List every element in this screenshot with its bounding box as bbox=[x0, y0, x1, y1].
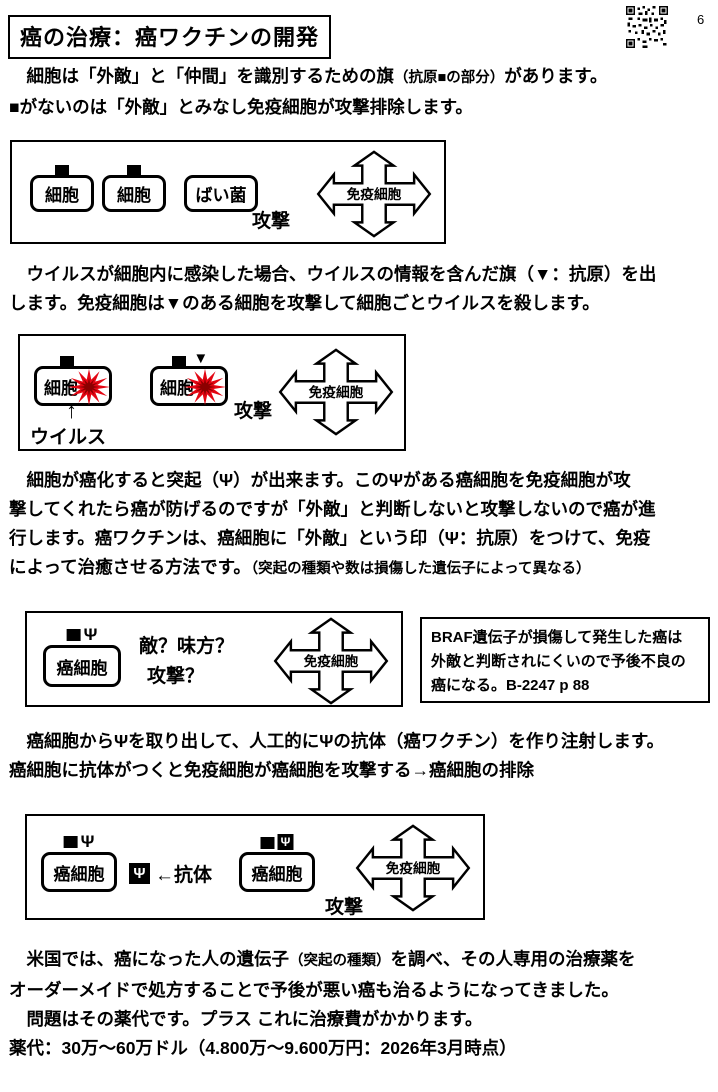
attack-label: 攻撃 bbox=[234, 401, 273, 422]
cancer-cell-box: Ψ 癌細胞 bbox=[43, 626, 121, 687]
virus-line-1: ウイルスが細胞内に感染した場合、ウイルスの情報を含んだ旗（▼：抗原）を出 bbox=[9, 264, 657, 284]
diagram-normal-cells: 細胞 細胞 ばい菌 攻撃 免疫細胞 bbox=[10, 140, 446, 244]
virus-label: ウイルス bbox=[30, 427, 107, 448]
antibody-label: ←抗体 bbox=[155, 865, 213, 886]
infected-cell-box-2: ▼ 細胞 bbox=[150, 351, 228, 406]
vaccine-line-2: 癌細胞に抗体がつくと免疫細胞が癌細胞を攻撃する→癌細胞の排除 bbox=[9, 760, 534, 780]
antigen-flag-icon bbox=[63, 836, 78, 848]
cancer-markers: Ψ bbox=[66, 625, 98, 644]
intro-line-1-end: があります。 bbox=[504, 66, 608, 86]
germ-box: ばい菌 bbox=[184, 175, 258, 212]
antigen-flag-icon bbox=[66, 629, 81, 641]
immune-cell-label: 免疫細胞 bbox=[309, 384, 364, 400]
intro-paragraph: 細胞は「外敵」と「仲間」を識別するための旗（抗原■の部分）があります。 ■がない… bbox=[9, 62, 711, 122]
immune-cell-label: 免疫細胞 bbox=[386, 860, 441, 876]
cell-label: 細胞 bbox=[117, 186, 151, 205]
vaccine-paragraph: 癌細胞からΨを取り出して、人工的にΨの抗体（癌ワクチン）を作り注射します。 癌細… bbox=[9, 727, 711, 785]
virus-burst-icon bbox=[183, 368, 227, 406]
cell-box-1: 細胞 bbox=[30, 165, 94, 212]
cancer-line-3: 行します。癌ワクチンは、癌細胞に「外敵」という印（Ψ：抗原）をつけて、免疫 bbox=[9, 528, 651, 548]
page-title-text: 癌の治療：癌ワクチンの開発 bbox=[20, 25, 320, 50]
cancer-line-4-text: によって治癒させる方法です。 bbox=[9, 557, 251, 577]
page-title: 癌の治療：癌ワクチンの開発 bbox=[8, 15, 332, 59]
antigen-flag-icon bbox=[55, 165, 69, 176]
page-number: 6 bbox=[697, 12, 705, 27]
intro-line-1: 細胞は「外敵」と「仲間」を識別するための旗（抗原■の部分）があります。 bbox=[9, 62, 711, 93]
cancer-line-4-note: （突起の種類や数は損傷した遺伝子によって異なる） bbox=[250, 561, 591, 577]
cell-label: 癌細胞 bbox=[53, 864, 105, 884]
diagram-infected-cells: 細胞 ↑ ウイルス ▼ 細胞 攻撃 免疫細胞 bbox=[18, 334, 406, 451]
usa-line-2: オーダーメイドで処方することで予後が悪い癌も治るようになってきました。 bbox=[9, 980, 619, 1000]
intro-line-1-text: 細胞は「外敵」と「仲間」を識別するための旗 bbox=[9, 66, 394, 86]
vaccine-line-1: 癌細胞からΨを取り出して、人工的にΨの抗体（癌ワクチン）を作り注射します。 bbox=[9, 731, 665, 751]
germ-label: ばい菌 bbox=[195, 186, 247, 205]
immune-cell-arrow-icon: 免疫細胞 bbox=[316, 150, 432, 238]
question-line-1: 敵？味方？ bbox=[139, 636, 235, 657]
antigen-flag-icon bbox=[171, 356, 186, 367]
usa-line-1: 米国では、癌になった人の遺伝子（突起の種類）を調べ、その人専用の治療薬を bbox=[9, 945, 711, 976]
cell-label: 細胞 bbox=[44, 378, 78, 398]
bound-antibody-psi-icon: Ψ bbox=[277, 834, 294, 850]
qr-code-icon bbox=[626, 6, 668, 48]
immune-cell-arrow-icon: 免疫細胞 bbox=[273, 617, 389, 705]
usa-line-1-end: を調べ、その人専用の治療薬を bbox=[390, 949, 636, 969]
cost-line: 薬代：30万～60万ドル（4.800万～9.600万円：2026年3月時点） bbox=[9, 1038, 517, 1058]
cell-box-2: 細胞 bbox=[102, 165, 166, 212]
virus-paragraph: ウイルスが細胞内に感染した場合、ウイルスの情報を含んだ旗（▼：抗原）を出 します… bbox=[9, 260, 711, 318]
intro-line-1-note: （抗原■の部分） bbox=[394, 70, 505, 86]
virus-antigen-flag-icon: ▼ bbox=[193, 350, 209, 367]
question-line-2: 攻撃？ bbox=[147, 666, 205, 687]
braf-line-1: BRAF遺伝子が損傷して発生した癌は bbox=[431, 629, 683, 646]
braf-note-box: BRAF遺伝子が損傷して発生した癌は 外敵と判断されにくいので予後不良の 癌にな… bbox=[420, 617, 710, 703]
attack-label: 攻撃 bbox=[252, 211, 291, 232]
antigen-flag-icon bbox=[60, 356, 75, 367]
cancer-line-4: によって治癒させる方法です。（突起の種類や数は損傷した遺伝子によって異なる） bbox=[9, 553, 711, 584]
usa-line-1-text: 米国では、癌になった人の遺伝子 bbox=[9, 949, 289, 969]
immune-cell-arrow-icon: 免疫細胞 bbox=[278, 348, 394, 436]
antigen-flag-icon bbox=[127, 165, 141, 176]
cancer-paragraph: 細胞が癌化すると突起（Ψ）が出来ます。このΨがある癌細胞を免疫細胞が攻 撃してく… bbox=[9, 466, 711, 584]
cancer-markers: Ψ bbox=[63, 832, 95, 851]
attack-label: 攻撃 bbox=[325, 897, 364, 918]
diagram-cancer-question: Ψ 癌細胞 敵？味方？ 攻撃？ 免疫細胞 bbox=[25, 611, 403, 707]
intro-line-2: ■がないのは「外敵」とみなし免疫細胞が攻撃排除します。 bbox=[9, 97, 473, 117]
cell-label: 癌細胞 bbox=[251, 864, 303, 884]
cancer-markers-bound: Ψ bbox=[260, 834, 294, 850]
virus-line-2: します。免疫細胞は▼のある細胞を攻撃して細胞ごとウイルスを殺します。 bbox=[9, 293, 600, 313]
cancer-line-2: 撃してくれたら癌が防げるのですが「外敵」と判断しないと攻撃しないので癌が進 bbox=[9, 499, 656, 519]
immune-cell-arrow-icon: 免疫細胞 bbox=[355, 824, 471, 912]
antigen-flag-icon bbox=[260, 837, 275, 849]
infected-cell-box-1: 細胞 bbox=[34, 356, 112, 406]
virus-arrow-icon: ↑ bbox=[66, 398, 77, 423]
cell-label: 癌細胞 bbox=[56, 658, 108, 678]
immune-cell-label: 免疫細胞 bbox=[347, 186, 402, 202]
cancer-cell-box-2: Ψ 癌細胞 bbox=[239, 834, 315, 892]
immune-cell-label: 免疫細胞 bbox=[304, 653, 359, 669]
braf-line-3: 癌になる。B-2247 p 88 bbox=[431, 677, 590, 694]
braf-line-2: 外敵と判断されにくいので予後不良の bbox=[431, 653, 686, 670]
cell-label: 細胞 bbox=[160, 378, 194, 398]
virus-burst-icon bbox=[67, 368, 111, 406]
cell-label: 細胞 bbox=[45, 186, 79, 205]
usa-line-1-note: （突起の種類） bbox=[289, 953, 391, 969]
cancer-cell-box-1: Ψ 癌細胞 bbox=[41, 833, 117, 892]
usa-paragraph: 米国では、癌になった人の遺伝子（突起の種類）を調べ、その人専用の治療薬を オーダ… bbox=[9, 945, 711, 1063]
antibody-psi-icon: Ψ bbox=[129, 863, 150, 884]
psi-protrusion-icon: Ψ bbox=[83, 625, 98, 644]
usa-line-3: 問題はその薬代です。プラス これに治療費がかかります。 bbox=[9, 1009, 483, 1029]
cancer-line-1: 細胞が癌化すると突起（Ψ）が出来ます。このΨがある癌細胞を免疫細胞が攻 bbox=[9, 470, 631, 490]
diagram-antibody-attack: Ψ 癌細胞 Ψ ←抗体 Ψ 癌細胞 攻撃 免疫細胞 bbox=[25, 814, 485, 920]
antibody-item: Ψ ←抗体 bbox=[129, 860, 212, 887]
psi-protrusion-icon: Ψ bbox=[80, 832, 95, 851]
